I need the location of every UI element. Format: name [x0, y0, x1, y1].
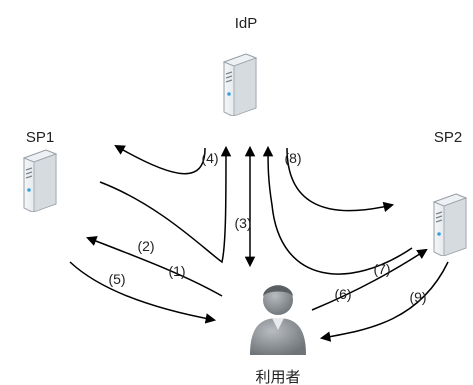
server-icon [433, 193, 467, 256]
user-label: 利用者 [255, 369, 300, 385]
server-icon [23, 149, 57, 212]
arrow-step-2 [99, 145, 232, 264]
step-label-2: (2) [137, 238, 154, 254]
step-label-8: (8) [284, 150, 301, 166]
user-node: 利用者 [250, 285, 306, 385]
sp2-node: SP2 [433, 129, 467, 256]
user-icon [250, 285, 306, 355]
idp-label: IdP [235, 15, 258, 32]
sp1-label: SP1 [26, 129, 54, 146]
step-label-7: (7) [373, 261, 390, 277]
arrow-step-8 [286, 147, 395, 213]
step-label-4: (4) [201, 150, 218, 166]
server-icon [223, 53, 257, 116]
sp1-node: SP1 [23, 129, 57, 212]
sp2-label: SP2 [434, 129, 462, 146]
idp-node: IdP [223, 15, 258, 116]
step-label-6: (6) [334, 286, 351, 302]
step-labels: (4) (3) (8) (2) (1) (5) (7) (6) (9) [108, 150, 426, 305]
step-label-3: (3) [234, 215, 251, 231]
arrow-step-6 [311, 248, 428, 311]
arrow-step-7 [262, 145, 413, 275]
step-label-5: (5) [108, 271, 125, 287]
arrow-step-1 [86, 236, 223, 297]
arrow-step-9 [319, 261, 449, 342]
step-label-9: (9) [409, 289, 426, 305]
arrow-step-4 [114, 144, 206, 175]
arrow-step-5 [69, 261, 217, 324]
step-label-1: (1) [168, 263, 185, 279]
arrows [69, 144, 449, 342]
